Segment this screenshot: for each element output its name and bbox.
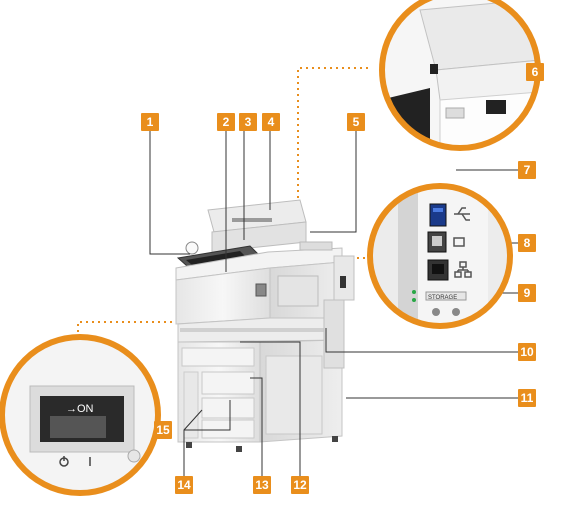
lan-icon (454, 261, 472, 278)
callout-badge-10: 10 (518, 343, 536, 361)
callout-badge-11: 11 (518, 389, 536, 407)
usb-port (429, 203, 447, 227)
callout-badge-13: 13 (253, 476, 271, 494)
cassette-3 (201, 371, 255, 395)
multifunction-printer (175, 199, 355, 452)
leader-line-left (77, 300, 259, 338)
leader-line-top (297, 67, 372, 210)
callout-badge-6: 6 (526, 63, 544, 81)
callout-badge-9: 9 (518, 284, 536, 302)
inset-power-switch: →ON (0, 334, 161, 496)
cassette-upper (181, 347, 255, 367)
callout-badge-1: 1 (141, 113, 159, 131)
callout-badge-12: 12 (291, 476, 309, 494)
callout-badge-2: 2 (217, 113, 235, 131)
inset-top-right (379, 0, 541, 151)
callout-badge-8: 8 (518, 234, 536, 252)
port-sticker-text: STORAGE (428, 295, 457, 301)
leader-lines (77, 67, 372, 338)
callout-badge-4: 4 (262, 113, 280, 131)
device-icon (453, 237, 465, 247)
callout-badge-14: 14 (175, 476, 193, 494)
switch-label: →ON (66, 403, 94, 415)
usb-icon (454, 207, 470, 221)
inset-ports: STORAGE (367, 183, 513, 329)
cassette-4 (201, 397, 255, 419)
callout-badge-15: 15 (154, 421, 172, 439)
power-icon (59, 456, 69, 467)
callout-badge-5: 5 (347, 113, 365, 131)
power-switch-location (255, 283, 267, 297)
callout-badge-3: 3 (239, 113, 257, 131)
component-6-part (430, 64, 438, 74)
callout-badge-7: 7 (518, 161, 536, 179)
